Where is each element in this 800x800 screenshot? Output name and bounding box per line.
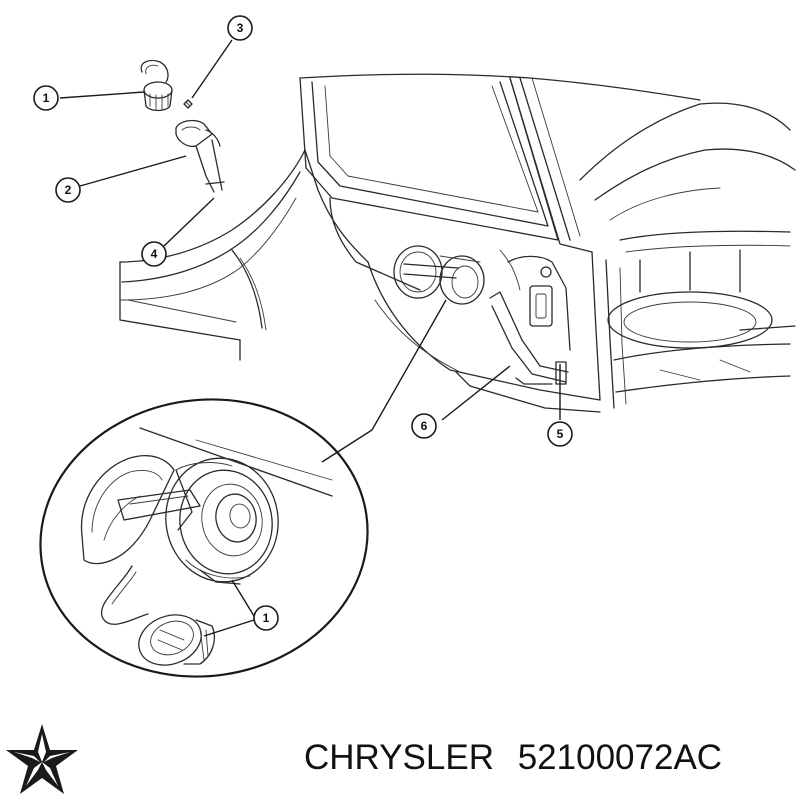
part-6-filler-tube-bracket bbox=[489, 291, 569, 385]
svg-text:6: 6 bbox=[421, 419, 428, 433]
svg-text:3: 3 bbox=[237, 21, 244, 35]
callout-4: 4 bbox=[141, 241, 167, 267]
callout-6: 6 bbox=[411, 413, 437, 439]
part-number: 52100072AC bbox=[517, 738, 723, 777]
brand-name: CHRYSLER bbox=[304, 738, 494, 777]
callout-3: 3 bbox=[227, 15, 253, 41]
callout-1: 1 bbox=[33, 85, 59, 111]
parts-1-to-4-illustration bbox=[140, 59, 225, 193]
chrysler-pentastar-icon bbox=[6, 724, 78, 794]
detail-connector-line bbox=[321, 299, 447, 463]
callout-5: 5 bbox=[547, 421, 573, 447]
callout-2: 2 bbox=[55, 177, 81, 203]
callout-leaders bbox=[59, 39, 561, 637]
svg-text:1: 1 bbox=[43, 91, 50, 105]
svg-text:2: 2 bbox=[65, 183, 72, 197]
svg-text:1: 1 bbox=[263, 611, 270, 625]
part-caption: CHRYSLER 52100072AC bbox=[304, 738, 794, 788]
vehicle-body-illustration bbox=[119, 73, 796, 413]
svg-text:4: 4 bbox=[151, 247, 158, 261]
detail-inset bbox=[39, 398, 369, 678]
svg-text:5: 5 bbox=[557, 427, 564, 441]
callout-1-inset: 1 bbox=[253, 605, 279, 631]
